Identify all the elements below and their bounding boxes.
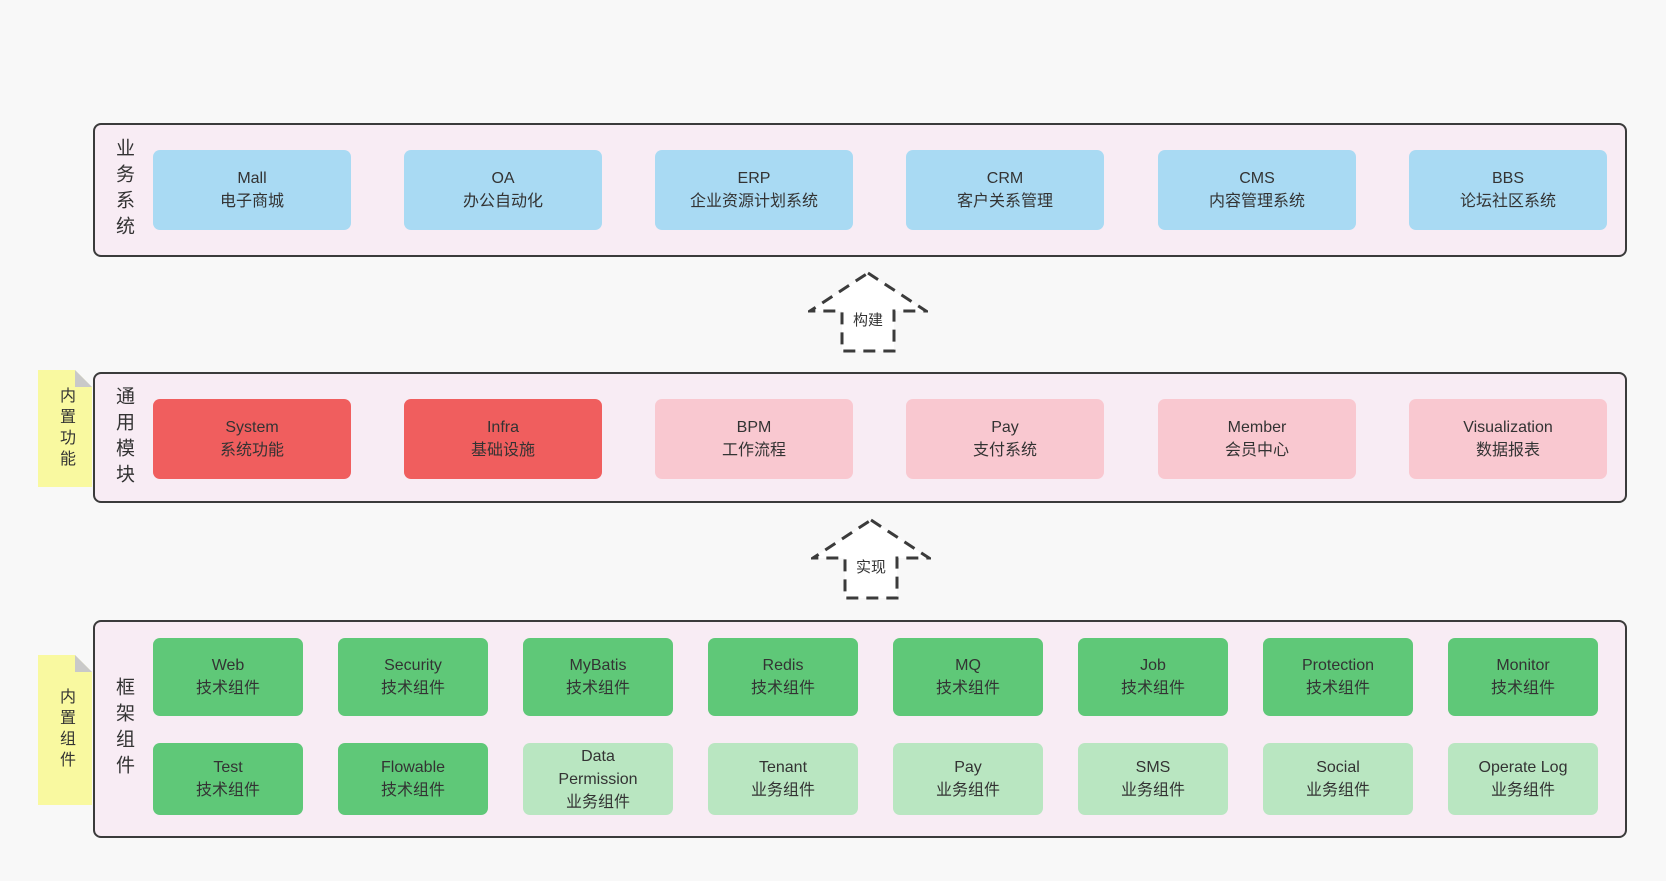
box-erp: ERP 企业资源计划系统: [655, 150, 853, 230]
box-subtitle: 客户关系管理: [956, 193, 1053, 210]
box-subtitle: 企业资源计划系统: [689, 193, 818, 210]
box-security: Security 技术组件: [338, 638, 488, 716]
box-subtitle: 技术组件: [565, 680, 630, 697]
box-title: CMS: [1239, 170, 1275, 187]
box-subtitle: 系统功能: [219, 442, 284, 459]
layer-label-business: 业务系统: [113, 138, 134, 242]
box-mall: Mall 电子商城: [153, 150, 351, 230]
box-bpm: BPM 工作流程: [655, 399, 853, 479]
box-oa: OA 办公自动化: [404, 150, 602, 230]
box-title: Security: [384, 657, 442, 674]
box-title: CRM: [986, 170, 1024, 187]
box-subtitle: 业务组件: [565, 793, 630, 811]
layer-label-components: 框架组件: [113, 677, 134, 781]
box-title: Test: [213, 759, 243, 776]
box-subtitle: 技术组件: [1305, 680, 1370, 697]
layer-label-modules: 通用模块: [113, 385, 134, 490]
box-subtitle: 业务组件: [750, 782, 815, 799]
box-title: Infra: [486, 419, 519, 436]
box-protection: Protection 技术组件: [1263, 638, 1413, 716]
box-subtitle: 会员中心: [1224, 442, 1289, 459]
sticky-note-builtin-components: 内置组件: [38, 655, 92, 805]
box-subtitle: 数据报表: [1475, 442, 1540, 459]
box-data-permission: Data Permission 业务组件: [523, 743, 673, 815]
box-title: Social: [1316, 759, 1360, 776]
box-title: System: [225, 419, 279, 436]
box-title: MyBatis: [569, 657, 627, 674]
box-subtitle: 技术组件: [1490, 680, 1555, 697]
box-title: Pay: [954, 759, 982, 776]
box-subtitle: 技术组件: [935, 680, 1000, 697]
box-sms: SMS 业务组件: [1078, 743, 1228, 815]
arrow-build: 构建: [808, 271, 928, 353]
box-subtitle: 业务组件: [1120, 782, 1185, 799]
layer-common-modules: 通用模块 System 系统功能 Infra 基础设施 BPM 工作流程 Pay…: [93, 372, 1627, 503]
box-title: Mall: [237, 170, 267, 187]
box-title: Flowable: [380, 759, 446, 776]
box-subtitle: 基础设施: [470, 442, 535, 459]
box-redis: Redis 技术组件: [708, 638, 858, 716]
box-test: Test 技术组件: [153, 743, 303, 815]
box-title: ERP: [737, 170, 771, 187]
box-title: BPM: [736, 419, 772, 436]
box-pay-component: Pay 业务组件: [893, 743, 1043, 815]
box-crm: CRM 客户关系管理: [906, 150, 1104, 230]
box-title: Protection: [1301, 657, 1375, 674]
box-title: Job: [1140, 657, 1166, 674]
box-infra: Infra 基础设施: [404, 399, 602, 479]
box-subtitle: 技术组件: [195, 782, 260, 799]
box-subtitle: 工作流程: [721, 442, 786, 459]
box-subtitle: 电子商城: [219, 193, 284, 210]
box-title: OA: [491, 170, 515, 187]
layer-business-systems: 业务系统 Mall 电子商城 OA 办公自动化 ERP 企业资源计划系统 CRM…: [93, 123, 1627, 257]
box-title: MQ: [955, 657, 981, 674]
arrow-implement-label: 实现: [852, 556, 890, 577]
box-mybatis: MyBatis 技术组件: [523, 638, 673, 716]
box-subtitle: 业务组件: [1305, 782, 1370, 799]
box-title: Tenant: [758, 759, 808, 776]
box-web: Web 技术组件: [153, 638, 303, 716]
box-monitor: Monitor 技术组件: [1448, 638, 1598, 716]
box-pay-system: Pay 支付系统: [906, 399, 1104, 479]
box-title: Visualization: [1463, 419, 1553, 436]
box-subtitle: 技术组件: [195, 680, 260, 697]
box-cms: CMS 内容管理系统: [1158, 150, 1356, 230]
box-subtitle: 业务组件: [1490, 782, 1555, 799]
box-title: Data Permission: [558, 747, 638, 788]
box-tenant: Tenant 业务组件: [708, 743, 858, 815]
box-title: Pay: [991, 419, 1019, 436]
box-visualization: Visualization 数据报表: [1409, 399, 1607, 479]
box-subtitle: 技术组件: [1120, 680, 1185, 697]
layer-framework-components: 框架组件 Web 技术组件 Security 技术组件 MyBatis 技术组件…: [93, 620, 1627, 838]
arrow-implement: 实现: [811, 518, 931, 600]
box-system: System 系统功能: [153, 399, 351, 479]
box-job: Job 技术组件: [1078, 638, 1228, 716]
box-subtitle: 办公自动化: [462, 193, 543, 210]
sticky-note-label: 内置组件: [57, 688, 74, 772]
box-subtitle: 论坛社区系统: [1459, 193, 1556, 210]
sticky-note-builtin-functions: 内置功能: [38, 370, 92, 487]
box-title: Member: [1227, 419, 1287, 436]
box-bbs: BBS 论坛社区系统: [1409, 150, 1607, 230]
box-operate-log: Operate Log 业务组件: [1448, 743, 1598, 815]
box-title: BBS: [1491, 170, 1524, 187]
box-title: Redis: [762, 657, 804, 674]
box-member: Member 会员中心: [1158, 399, 1356, 479]
box-social: Social 业务组件: [1263, 743, 1413, 815]
box-flowable: Flowable 技术组件: [338, 743, 488, 815]
box-title: SMS: [1135, 759, 1171, 776]
box-title: Operate Log: [1478, 759, 1568, 776]
box-subtitle: 业务组件: [935, 782, 1000, 799]
box-subtitle: 内容管理系统: [1208, 193, 1305, 210]
box-subtitle: 技术组件: [750, 680, 815, 697]
sticky-note-label: 内置功能: [57, 386, 74, 471]
box-subtitle: 技术组件: [380, 782, 445, 799]
box-subtitle: 技术组件: [380, 680, 445, 697]
box-subtitle: 支付系统: [972, 442, 1037, 459]
arrow-build-label: 构建: [849, 309, 887, 330]
box-mq: MQ 技术组件: [893, 638, 1043, 716]
box-title: Web: [211, 657, 245, 674]
box-title: Monitor: [1496, 657, 1550, 674]
